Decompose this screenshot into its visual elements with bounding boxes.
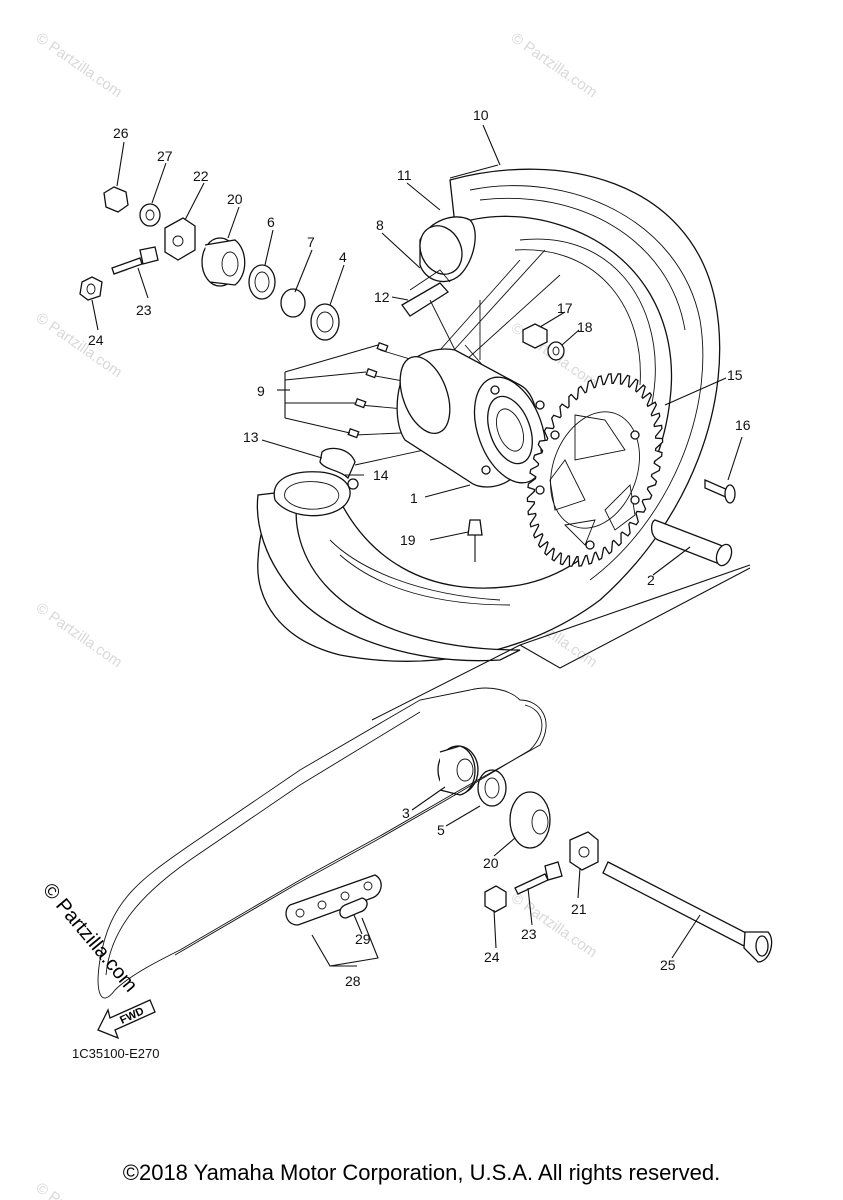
callout-24b: 24: [484, 949, 500, 965]
fwd-arrow-icon: FWD: [97, 999, 156, 1040]
callout-23b: 23: [521, 926, 537, 942]
watermark: © Partzilla.com: [33, 309, 126, 381]
callout-15: 15: [727, 367, 743, 383]
hub: [396, 348, 550, 488]
callout-16: 16: [735, 417, 751, 433]
callout-26: 26: [113, 125, 129, 141]
callout-24: 24: [88, 332, 104, 348]
callout-7: 7: [307, 234, 315, 250]
wheel-assembly: [256, 168, 736, 662]
callout-13: 13: [243, 429, 259, 445]
callout-5: 5: [437, 822, 445, 838]
callout-27: 27: [157, 148, 173, 164]
watermark: © Partzilla.com: [508, 29, 601, 101]
callout-25: 25: [660, 957, 676, 973]
watermark: © Partzilla.com: [33, 29, 126, 101]
callout-18: 18: [577, 319, 593, 335]
callout-28: 28: [345, 973, 361, 989]
callout-1: 1: [410, 490, 418, 506]
drive-chain: [97, 687, 547, 999]
callout-17: 17: [557, 300, 573, 316]
lower-parts: [371, 564, 773, 963]
copyright-notice: ©2018 Yamaha Motor Corporation, U.S.A. A…: [122, 1160, 721, 1185]
callout-20b: 20: [483, 855, 499, 871]
spoke-nipples: [347, 341, 389, 439]
callout-19: 19: [400, 532, 416, 548]
watermark: © Partzilla.com: [33, 599, 126, 671]
callout-6: 6: [267, 214, 275, 230]
callout-3: 3: [402, 805, 410, 821]
callout-21: 21: [571, 901, 587, 917]
sprocket: [526, 373, 664, 567]
callout-14: 14: [373, 467, 389, 483]
callout-9: 9: [257, 383, 265, 399]
leader-lines: [91, 124, 743, 959]
callout-8: 8: [376, 217, 384, 233]
tire: [257, 168, 721, 662]
callout-12: 12: [374, 289, 390, 305]
callout-29: 29: [355, 931, 371, 947]
callout-4: 4: [339, 249, 347, 265]
callout-20: 20: [227, 191, 243, 207]
callout-22: 22: [193, 168, 209, 184]
left-side-parts: [79, 186, 340, 341]
callout-11: 11: [397, 167, 412, 183]
callout-10: 10: [473, 107, 489, 123]
callout-23: 23: [136, 302, 152, 318]
fwd-label: FWD: [118, 1005, 146, 1026]
callout-2: 2: [647, 572, 655, 588]
diagram-code: 1C35100-E270: [72, 1046, 159, 1061]
chain-links: [285, 874, 382, 926]
side-watermark: © Partzilla.com: [38, 879, 141, 996]
callouts: 10 11 8 12 4 7 6 20 22 27 26 23 24 17 18…: [88, 107, 751, 989]
